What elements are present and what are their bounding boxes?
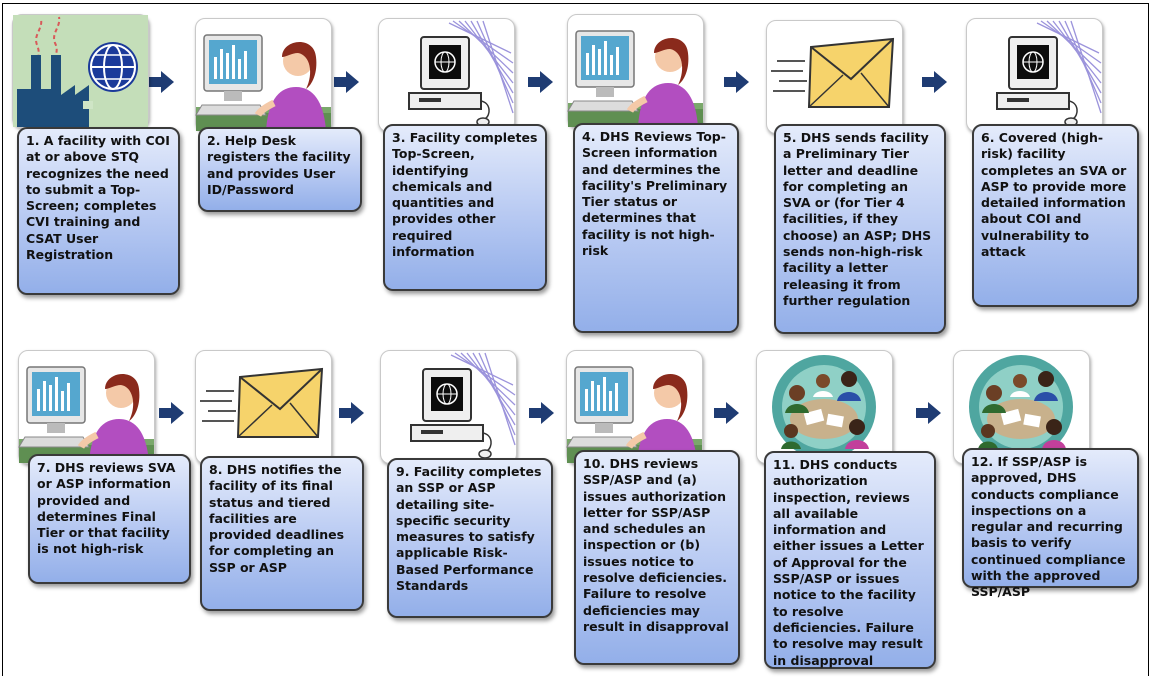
flow-arrow-icon [722, 71, 750, 93]
meeting-icon [756, 350, 893, 464]
flow-arrow-icon [712, 402, 740, 424]
computer-icon [966, 18, 1103, 132]
step-12-text: 12. If SSP/ASP is approved, DHS conducts… [962, 448, 1139, 599]
flow-arrow-icon [527, 402, 555, 424]
person-computer-icon [567, 14, 704, 128]
flow-arrow-icon [332, 71, 360, 93]
computer-icon [380, 350, 517, 464]
step-8-text: 8. DHS notifies the facility of its fina… [200, 456, 364, 611]
step-1-text: 1. A facility with COI at or above STQ r… [17, 127, 180, 295]
step-4-text: 4. DHS Reviews Top-Screen information an… [573, 123, 739, 333]
person-computer-icon [195, 18, 332, 132]
step-10-text: 10. DHS reviews SSP/ASP and (a) issues a… [574, 450, 740, 665]
step-11-text: 11. DHS conducts authorization inspectio… [764, 451, 936, 669]
step-6-text: 6. Covered (high-risk) facility complete… [972, 124, 1139, 307]
flow-arrow-icon [526, 71, 554, 93]
factory-globe-icon [12, 14, 149, 128]
envelope-icon [195, 350, 332, 464]
step-2-text: 2. Help Desk registers the facility and … [198, 127, 362, 212]
computer-icon [378, 18, 515, 132]
step-5-text: 5. DHS sends facility a Preliminary Tier… [774, 124, 946, 334]
step-3-text: 3. Facility completes Top-Screen, identi… [383, 124, 547, 291]
envelope-icon [766, 20, 903, 134]
flow-arrow-icon [157, 402, 185, 424]
flow-arrow-icon [337, 402, 365, 424]
flow-arrow-icon [914, 402, 942, 424]
flow-arrow-icon [147, 71, 175, 93]
person-computer-icon [18, 350, 155, 464]
step-9-text: 9. Facility completes an SSP or ASP deta… [387, 458, 553, 618]
meeting-icon [953, 350, 1090, 464]
step-7-text: 7. DHS reviews SVA or ASP information pr… [28, 454, 191, 584]
person-computer-icon [566, 350, 703, 464]
diagram-frame [2, 3, 1149, 676]
flow-arrow-icon [920, 71, 948, 93]
